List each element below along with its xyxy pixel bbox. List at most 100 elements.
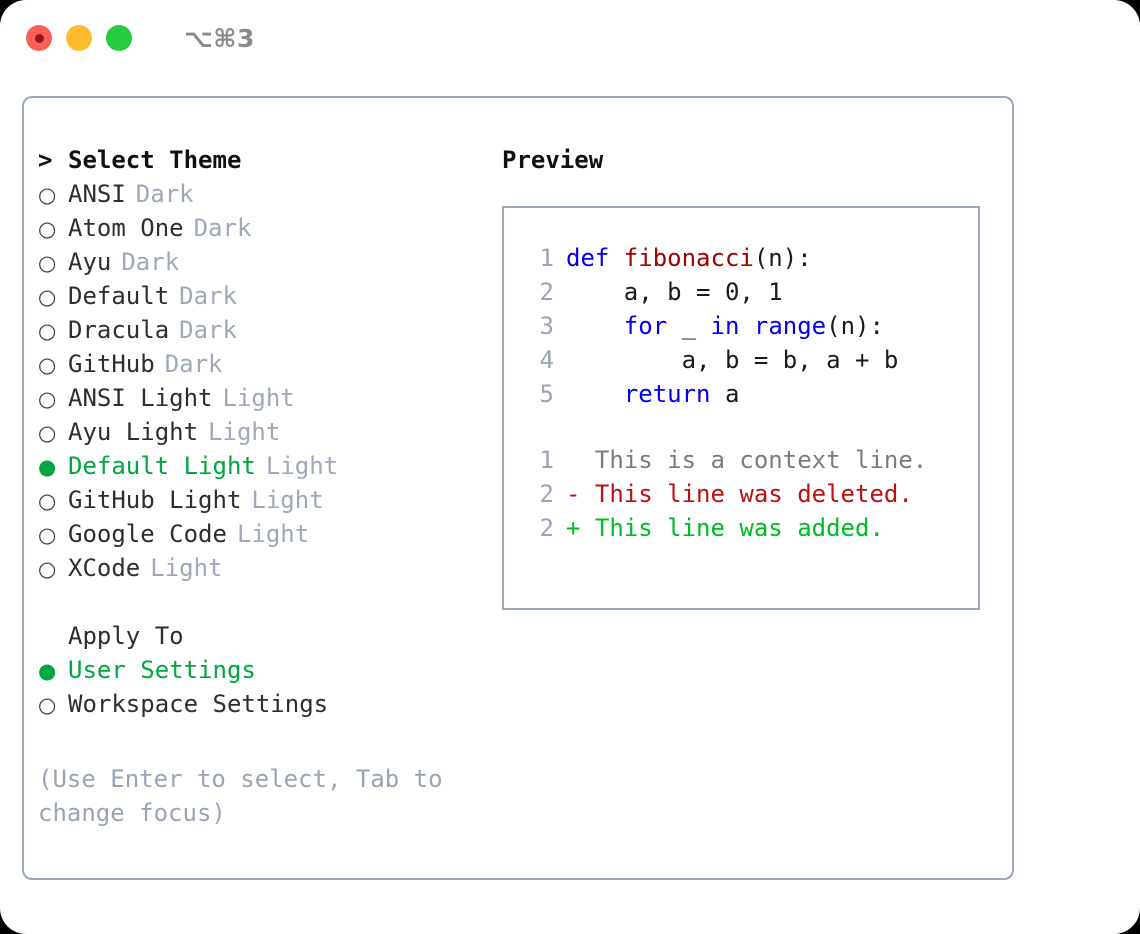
theme-variant-badge: Dark	[179, 316, 237, 344]
code-line: 1 def fibonacci(n):	[520, 244, 978, 278]
diff-sign: +	[566, 514, 581, 542]
theme-variant-badge: Light	[150, 554, 223, 582]
radio-unselected-icon: ○	[38, 523, 57, 547]
code-line: 4 a, b = b, a + b	[520, 346, 978, 380]
keyboard-shortcut-label: ⌥⌘3	[184, 23, 255, 53]
diff-line-text: This is a context line.	[566, 446, 927, 474]
theme-name: Ayu Light	[68, 418, 199, 446]
code-token-plain: a, b = b, a + b	[566, 346, 899, 374]
apply-to-header: Apply To	[38, 622, 494, 656]
theme-list-item[interactable]: ○ Default Dark	[38, 282, 494, 316]
theme-variant-badge: Light	[236, 520, 310, 548]
line-number: 5	[539, 380, 554, 408]
select-theme-header: > Select Theme	[38, 146, 494, 180]
diff-content: This line was deleted.	[580, 480, 913, 508]
prompt-caret-icon: >	[38, 146, 53, 174]
theme-name: Default Light	[68, 452, 256, 480]
theme-list-item[interactable]: ○ XCode Light	[38, 554, 494, 588]
diff-content: This is a context line.	[580, 446, 928, 474]
code-text: a, b = b, a + b	[566, 346, 899, 374]
code-token-kw: in	[710, 312, 740, 340]
diff-line-number: 1	[539, 446, 554, 474]
theme-list-item[interactable]: ○ ANSI Light Light	[38, 384, 494, 418]
radio-unselected-icon: ○	[38, 285, 57, 309]
code-token-kw: return	[623, 380, 711, 408]
diff-sign: -	[566, 480, 581, 508]
code-line: 2 a, b = 0, 1	[520, 278, 978, 312]
theme-name: Google Code	[68, 520, 227, 548]
code-line: 5 return a	[520, 380, 978, 414]
line-number: 1	[539, 244, 554, 272]
theme-name: GitHub Light	[68, 486, 242, 514]
code-token-plain: a	[710, 380, 740, 408]
diff-line-number: 2	[539, 480, 554, 508]
theme-name: ANSI Light	[68, 384, 213, 412]
keyboard-hint-text: (Use Enter to select, Tab to change focu…	[38, 765, 443, 827]
code-token-fn: fibonacci	[623, 244, 754, 272]
theme-list-item[interactable]: ○ Google Code Light	[38, 520, 494, 554]
theme-variant-badge: Dark	[121, 248, 180, 276]
apply-to-option[interactable]: ●User Settings	[38, 656, 494, 690]
theme-name: Ayu	[68, 248, 112, 276]
code-token-kw: range	[753, 312, 827, 340]
theme-name: Atom One	[68, 214, 184, 242]
radio-unselected-icon: ○	[38, 319, 57, 343]
theme-name: Default	[68, 282, 170, 310]
preview-title: Preview	[502, 146, 604, 174]
code-token-plain	[566, 380, 624, 408]
theme-name: XCode	[68, 554, 141, 582]
theme-list-item[interactable]: ● Default Light Light	[38, 452, 494, 486]
theme-list-item[interactable]: ○ Ayu Dark	[38, 248, 494, 282]
code-token-kw: for	[623, 312, 668, 340]
theme-variant-badge: Light	[251, 486, 324, 514]
apply-to-options: ●User Settings○Workspace Settings	[38, 656, 494, 724]
diff-sample: 1 This is a context line.2- This line wa…	[520, 446, 978, 548]
diff-line-text: - This line was deleted.	[566, 480, 913, 508]
code-token-plain: (n):	[753, 244, 812, 272]
radio-unselected-icon: ○	[38, 183, 57, 207]
radio-unselected-icon: ○	[38, 387, 57, 411]
diff-sign	[566, 446, 580, 474]
radio-selected-icon: ●	[38, 659, 57, 683]
theme-variant-badge: Dark	[164, 350, 223, 378]
theme-name: Dracula	[68, 316, 170, 344]
code-diff-separator	[520, 414, 978, 446]
theme-name: ANSI	[68, 180, 126, 208]
diff-line-text: + This line was added.	[566, 514, 884, 542]
code-line: 3 for _ in range(n):	[520, 312, 978, 346]
radio-unselected-icon: ○	[38, 557, 57, 581]
minimize-window-button[interactable]	[66, 25, 92, 51]
code-text: def fibonacci(n):	[566, 244, 812, 272]
theme-variant-badge: Light	[222, 384, 295, 412]
maximize-window-button[interactable]	[106, 25, 132, 51]
code-text: for _ in range(n):	[566, 312, 884, 340]
select-theme-title: Select Theme	[68, 146, 242, 174]
line-number: 3	[539, 312, 554, 340]
radio-unselected-icon: ○	[38, 217, 57, 241]
radio-selected-icon: ●	[38, 455, 57, 479]
radio-unselected-icon: ○	[38, 353, 57, 377]
diff-line-context: 1 This is a context line.	[520, 446, 978, 480]
theme-variant-badge: Light	[265, 452, 339, 480]
title-bar: ⌥⌘3	[0, 0, 1140, 76]
radio-unselected-icon: ○	[38, 251, 57, 275]
apply-to-option[interactable]: ○Workspace Settings	[38, 690, 494, 724]
line-number: 2	[539, 278, 554, 306]
theme-variant-badge: Dark	[179, 282, 237, 310]
theme-list-item[interactable]: ○ Dracula Dark	[38, 316, 494, 350]
code-token-plain: a, b = 0, 1	[566, 278, 783, 306]
radio-unselected-icon: ○	[38, 693, 57, 717]
code-token-plain	[739, 312, 753, 340]
close-window-button[interactable]	[26, 25, 52, 51]
diff-line-added: 2+ This line was added.	[520, 514, 978, 548]
